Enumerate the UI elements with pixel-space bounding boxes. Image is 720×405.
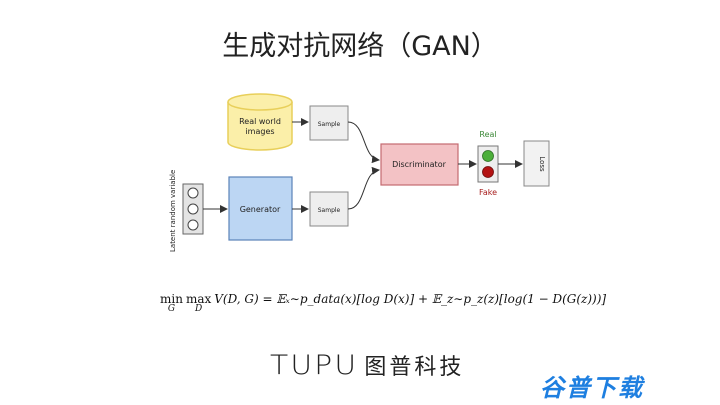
- real-images-label-line2: images: [245, 127, 274, 136]
- arrow-sample-top-to-discriminator: [347, 121, 380, 164]
- fake-label: Fake: [479, 188, 497, 197]
- brand-latin: TUPU: [270, 349, 359, 381]
- sample-top-label: Sample: [318, 121, 341, 128]
- generator-box: Generator: [228, 176, 293, 241]
- max-operator: max D: [185, 292, 212, 314]
- formula-body: V(D, G) = 𝔼ₓ∼p_data(x)[log D(x)] + 𝔼_z∼p…: [214, 292, 607, 306]
- flow-arrows: [203, 118, 523, 213]
- real-light: [482, 150, 494, 162]
- discriminator-label: Discriminator: [392, 160, 446, 169]
- sample-box-top: Sample: [309, 105, 349, 141]
- real-images-label-line1: Real world: [239, 117, 281, 126]
- tupu-logo: TUPU 图普科技: [270, 349, 464, 381]
- fake-light: [482, 166, 494, 178]
- arrow-sample-bottom-to-discriminator: [347, 166, 380, 210]
- min-operator: min G: [160, 292, 183, 314]
- loss-box: Loss: [523, 140, 550, 187]
- sample-box-bottom: Sample: [309, 191, 349, 227]
- gan-objective-formula: min G max D V(D, G) = 𝔼ₓ∼p_data(x)[log D…: [160, 292, 606, 314]
- brand-cjk: 图普科技: [364, 355, 465, 380]
- real-label: Real: [479, 130, 496, 139]
- watermark: 谷普下载: [540, 374, 644, 402]
- real-images-database: Real world images: [227, 93, 293, 151]
- real-fake-indicator: [477, 145, 499, 183]
- generator-label: Generator: [240, 205, 281, 214]
- sample-bottom-label: Sample: [318, 207, 341, 214]
- page-title: 生成对抗网络（GAN）: [222, 31, 498, 62]
- latent-vector: [182, 183, 204, 235]
- loss-label: Loss: [538, 156, 546, 172]
- latent-variable-label: Latent random variable: [169, 170, 177, 252]
- discriminator-box: Discriminator: [380, 143, 459, 186]
